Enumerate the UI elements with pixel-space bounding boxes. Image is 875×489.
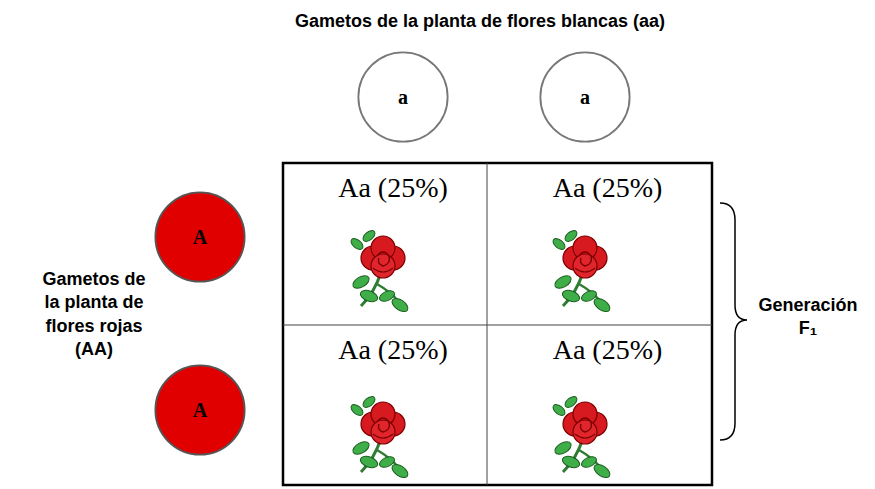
genotype-text: Aa (25%) xyxy=(284,334,502,366)
allele-letter: a xyxy=(580,86,590,109)
genotype-text: Aa (25%) xyxy=(488,334,727,366)
gamete-circle: A xyxy=(154,191,246,283)
allele-letter: A xyxy=(193,399,207,422)
punnett-grid xyxy=(283,163,712,485)
grid-line xyxy=(487,163,488,485)
gamete-circle: a xyxy=(539,51,631,143)
punnett-cell: Aa (25%) xyxy=(488,326,727,484)
gamete-circle: A xyxy=(154,364,246,456)
rose-icon xyxy=(551,394,612,480)
rose-icon xyxy=(349,228,410,314)
gamete-heading: Gametos de la planta de flores rojas (AA… xyxy=(35,268,153,362)
gamete-disc xyxy=(155,192,244,281)
punnett-cell: Aa (25%) xyxy=(284,164,502,324)
gamete-heading: Gametos de la planta de flores blancas (… xyxy=(230,10,730,33)
genotype-text: Aa (25%) xyxy=(284,172,502,204)
gamete-disc xyxy=(358,52,447,141)
bracket xyxy=(720,203,747,440)
generation-label: Generación F₁ xyxy=(748,294,868,341)
punnett-cell: Aa (25%) xyxy=(284,326,502,484)
grid-line xyxy=(283,325,712,326)
allele-letter: a xyxy=(398,86,408,109)
gamete-disc xyxy=(540,52,629,141)
allele-letter: A xyxy=(193,226,207,249)
punnett-cell: Aa (25%) xyxy=(488,164,727,324)
rose-icon xyxy=(551,228,612,314)
gamete-disc xyxy=(155,365,244,454)
genotype-text: Aa (25%) xyxy=(488,172,727,204)
gamete-circle: a xyxy=(357,51,449,143)
rose-icon xyxy=(349,394,410,480)
